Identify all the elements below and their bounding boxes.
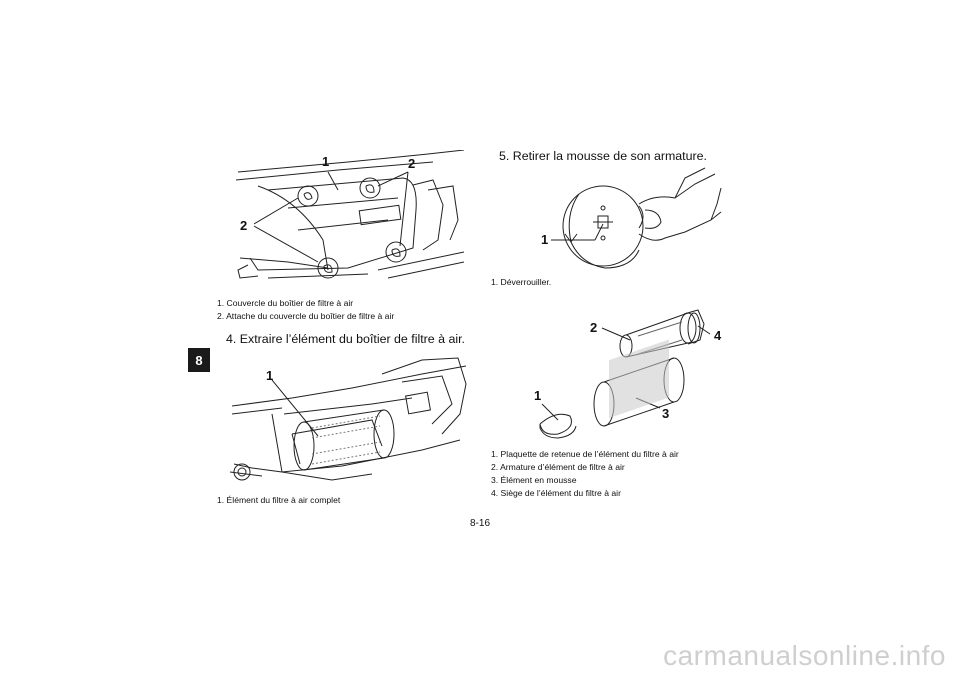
caption-item: 1. Élément du filtre à air complet [217,495,341,505]
caption-item: 2. Armature d’élément de filtre à air [491,462,625,472]
caption-item: 3. Élément en mousse [491,475,577,485]
figure4-callout-4: 4 [714,328,722,343]
figure2-callout-1: 1 [266,368,273,383]
figure-exploded-filter: 2 4 1 3 [534,309,722,439]
section-tab: 8 [188,348,210,372]
figure1-callout-1: 1 [322,154,329,169]
caption-item: 1. Déverrouiller. [491,277,552,287]
figure-airbox-cover: 1 2 2 [235,150,465,279]
figure4-callout-2: 2 [590,320,597,335]
figure1-callout-2a: 2 [408,156,415,171]
caption-item: 1. Plaquette de retenue de l’élément du … [491,449,679,459]
figure1-caption: 1. Couvercle du boîtier de filtre à air … [217,297,394,323]
figure-air-filter-element: 1 [229,357,467,481]
figure2-caption: 1. Élément du filtre à air complet [217,494,340,507]
caption-item: 4. Siège de l’élément du filtre à air [491,488,621,498]
page-number: 8-16 [469,518,490,529]
figure1-callout-2b: 2 [240,218,247,233]
caption-item: 2. Attache du couvercle du boîtier de fi… [217,311,395,321]
watermark: carmanualsonline.info [663,640,946,671]
figure4-callout-3: 3 [662,406,669,421]
figure-unlock: 1 [541,167,722,269]
step-4-text: 4. Extraire l’élément du boîtier de filt… [226,332,465,346]
figure4-caption: 1. Plaquette de retenue de l’élément du … [491,448,679,500]
figure4-callout-1: 1 [534,388,541,403]
figure3-callout-1: 1 [541,232,548,247]
step-5-text: 5. Retirer la mousse de son armature. [499,149,707,163]
figure3-caption: 1. Déverrouiller. [491,276,551,289]
caption-item: 1. Couvercle du boîtier de filtre à air [217,298,354,308]
